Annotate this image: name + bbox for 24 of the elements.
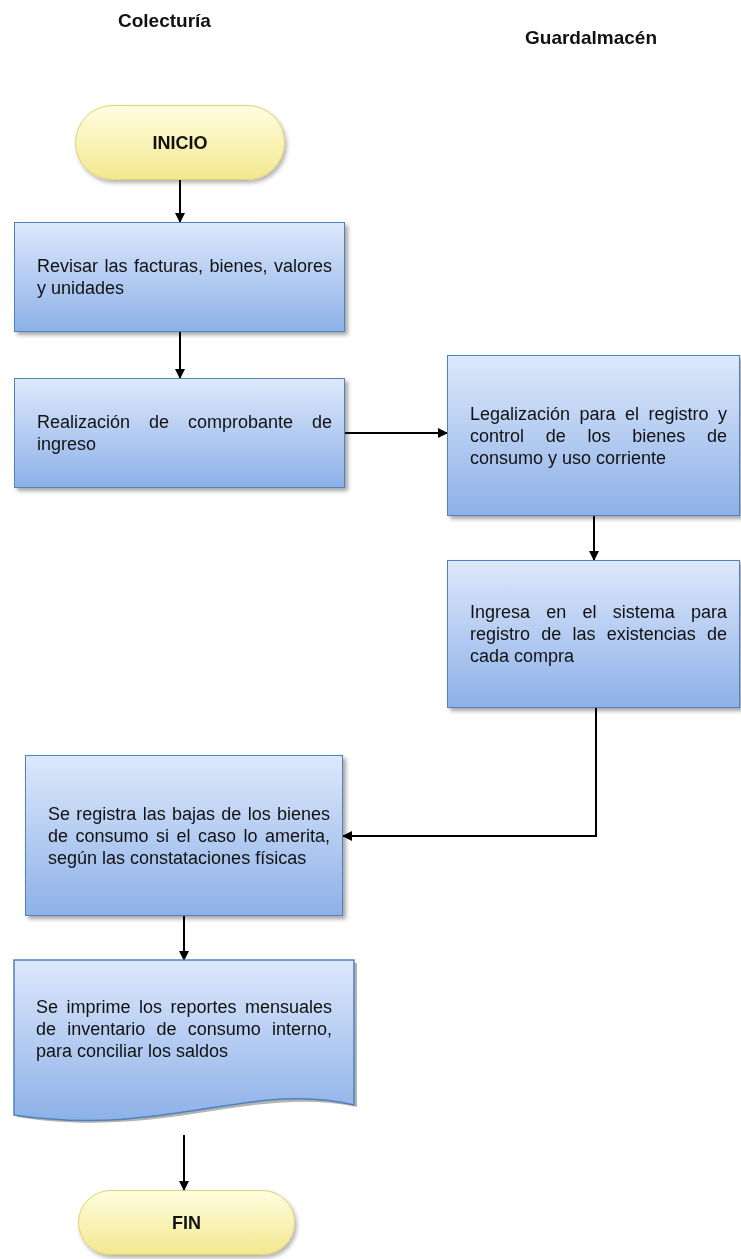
process-box xyxy=(447,560,740,708)
step-text: Revisar las facturas, bienes, valores y unidades xyxy=(37,255,332,299)
process-box xyxy=(14,378,345,488)
step-text: FIN xyxy=(172,1211,201,1234)
terminal-shape xyxy=(78,1190,295,1255)
lane-heading: Colecturía xyxy=(118,10,211,32)
arrow xyxy=(179,1134,189,1191)
process-box xyxy=(14,222,345,332)
lane-heading: Guardalmacén xyxy=(525,27,657,49)
step-text: Se imprime los reportes mensuales de inventario de consumo interno, para conciliar los saldos xyxy=(36,996,332,1062)
step-text: Ingresa en el sistema para registro de las existencias de cada compra xyxy=(470,601,727,667)
step-text: Se registra las bajas de los bienes de consumo si el caso lo amerita, según las constataciones físicas xyxy=(48,802,330,869)
arrow xyxy=(589,515,599,561)
arrow xyxy=(179,915,189,961)
process-box xyxy=(447,355,740,516)
terminal-shape xyxy=(75,105,285,180)
arrow xyxy=(344,428,448,438)
arrow xyxy=(175,179,185,223)
step-text: Realización de comprobante de ingreso xyxy=(37,411,332,455)
arrow xyxy=(175,331,185,379)
step-text: INICIO xyxy=(152,131,208,154)
step-text: Legalización para el registro y control de los bienes de consumo y uso corriente xyxy=(470,402,727,469)
arrow xyxy=(342,707,597,841)
process-box xyxy=(25,755,343,916)
